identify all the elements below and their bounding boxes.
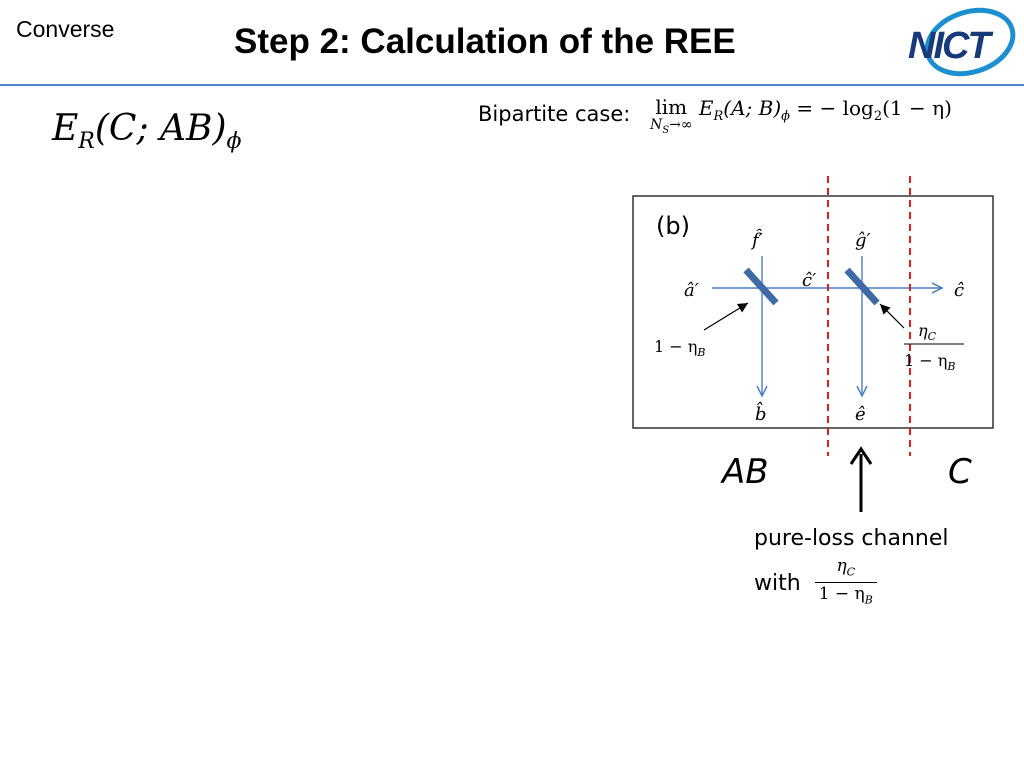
lim-sub-n: N	[650, 117, 663, 133]
ree-state: ϕ	[226, 129, 242, 155]
label-c-region: C	[948, 452, 972, 492]
section-label: Converse	[16, 16, 115, 42]
bs2-num: ηC	[918, 321, 937, 343]
beam-splitter-2	[844, 267, 880, 306]
label-c: ĉ	[954, 280, 964, 301]
lim-sub-arrow: →∞	[669, 117, 693, 133]
bip-state: ϕ	[781, 109, 790, 124]
frac-den-sub: B	[864, 593, 873, 607]
bs1-pointer	[703, 302, 749, 331]
label-g-prime: ĝ′	[855, 230, 871, 251]
up-arrow-icon	[849, 446, 873, 512]
bs2-transmissivity: ηC 1 − ηB	[904, 321, 964, 373]
frac-den: 1 − η	[818, 584, 865, 605]
bip-e: E	[698, 96, 714, 120]
ree-e: E	[52, 108, 79, 149]
nict-logo: NICT	[908, 7, 1016, 77]
label-ab: AB	[722, 452, 769, 492]
channel-fraction: ηC 1 − ηB	[814, 556, 877, 612]
channel-with: with	[754, 570, 801, 596]
ree-e-sub: R	[78, 129, 95, 155]
bip-e-sub: R	[713, 109, 724, 124]
bs1-transmissivity: 1 − ηB	[654, 337, 705, 359]
channel-line-2: with ηC 1 − ηB	[754, 556, 949, 612]
lim-sub-s: S	[662, 124, 670, 136]
ree-expression: ER(C; AB)ϕ	[52, 108, 242, 154]
bs1-sub: B	[696, 346, 705, 359]
frac-num-sub: C	[846, 565, 856, 579]
header-divider	[0, 84, 1024, 86]
bip-rhs-tail: (1 − η)	[882, 96, 952, 120]
beam-splitter-diagram: (b) â′ f̂′ ĉ′ ĝ′ ĉ b̂ ê 1 − ηB ηC 1 − ηB	[632, 176, 994, 456]
limit-operator: lim NS→∞	[650, 96, 693, 138]
label-b: b̂	[755, 400, 767, 425]
channel-description: pure-loss channel with ηC 1 − ηB	[754, 522, 949, 612]
bs1-label: 1 − η	[654, 337, 697, 356]
label-c-prime: ĉ′	[802, 270, 816, 291]
bipartite-formula: lim NS→∞ ER(A; B)ϕ = − log2(1 − η)	[650, 96, 952, 138]
bip-args: (A; B)	[723, 96, 782, 120]
bs2-den: 1 − ηB	[904, 351, 955, 373]
logo-text: NICT	[908, 25, 993, 67]
bip-rhs: = − log	[796, 96, 874, 120]
slide-title: Step 2: Calculation of the REE	[234, 22, 736, 61]
diagram-frame	[632, 195, 994, 429]
label-e: ê	[855, 404, 866, 425]
bipartite-label: Bipartite case:	[478, 102, 631, 126]
ree-args: (C; AB)	[94, 108, 227, 149]
beam-splitter-1	[743, 267, 779, 306]
label-a-prime: â′	[684, 280, 699, 301]
bs2-pointer	[879, 303, 905, 329]
panel-label: (b)	[656, 212, 690, 240]
channel-line-1: pure-loss channel	[754, 526, 949, 551]
frac-num: η	[836, 556, 847, 576]
bip-log-base: 2	[873, 109, 883, 124]
label-f-prime: f̂′	[750, 228, 763, 251]
lim-text: lim	[655, 95, 688, 119]
